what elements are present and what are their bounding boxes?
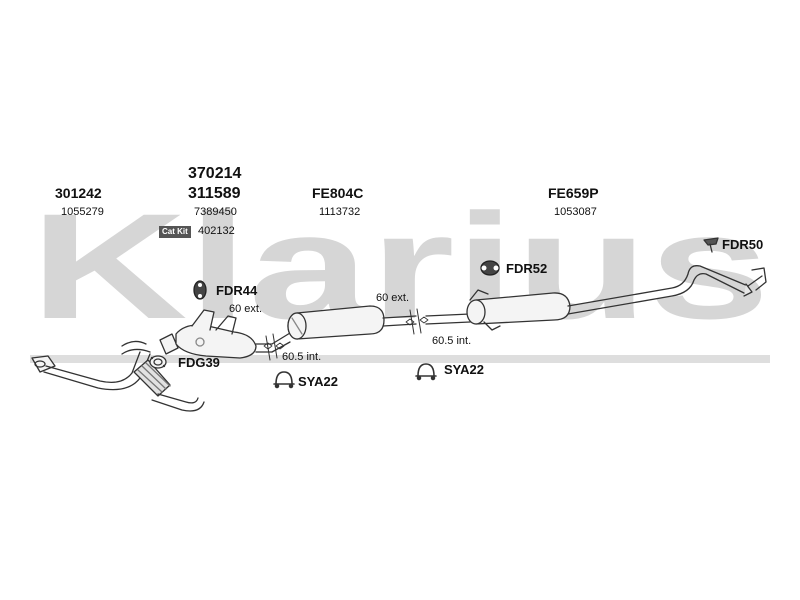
part-ref-1055279: 1055279 (61, 206, 104, 218)
dim-ext-a: 60 ext. (229, 303, 263, 315)
brand-watermark: Klarius (30, 182, 770, 350)
centre-silencer (287, 305, 385, 340)
flex-section (133, 359, 205, 412)
fdr50-hanger (703, 237, 719, 253)
rear-silencer (466, 265, 767, 331)
front-downpipe (31, 340, 151, 391)
part-code-fe804c: FE804C (312, 185, 364, 201)
part-code-fe659p: FE659P (548, 185, 599, 201)
joint-a (263, 332, 291, 361)
part-ref-1113732: 1113732 (319, 206, 361, 218)
fitting-fdr52: FDR52 (506, 261, 548, 276)
fitting-fdr44: FDR44 (216, 283, 258, 298)
centre-pipe (382, 308, 471, 335)
fdr52-mount (480, 260, 500, 276)
dim-ext-b: 60 ext. (376, 292, 410, 304)
fitting-sya22-b: SYA22 (444, 362, 484, 377)
part-ref-1053087: 1053087 (554, 206, 597, 218)
part-code-370214: 370214 (188, 165, 242, 182)
dim-int-a: 60.5 int. (282, 351, 322, 363)
fitting-fdr50: FDR50 (722, 237, 764, 252)
catkit-ref: 402132 (198, 225, 235, 237)
part-code-311589: 311589 (188, 185, 241, 202)
part-code-301242: 301242 (55, 185, 102, 201)
sya22-clamp-a (273, 371, 295, 389)
catkit-badge: Cat Kit (159, 226, 191, 238)
fdg39-gasket (149, 355, 167, 369)
dim-int-b: 60.5 int. (432, 335, 472, 347)
sya22-clamp-b (415, 363, 437, 381)
fdr44-mount (193, 280, 207, 300)
fitting-sya22-a: SYA22 (298, 374, 338, 389)
part-ref-7389450: 7389450 (194, 206, 237, 218)
fitting-fdg39: FDG39 (178, 355, 220, 370)
catalytic-converter (159, 309, 273, 359)
watermark-underline (30, 355, 770, 363)
